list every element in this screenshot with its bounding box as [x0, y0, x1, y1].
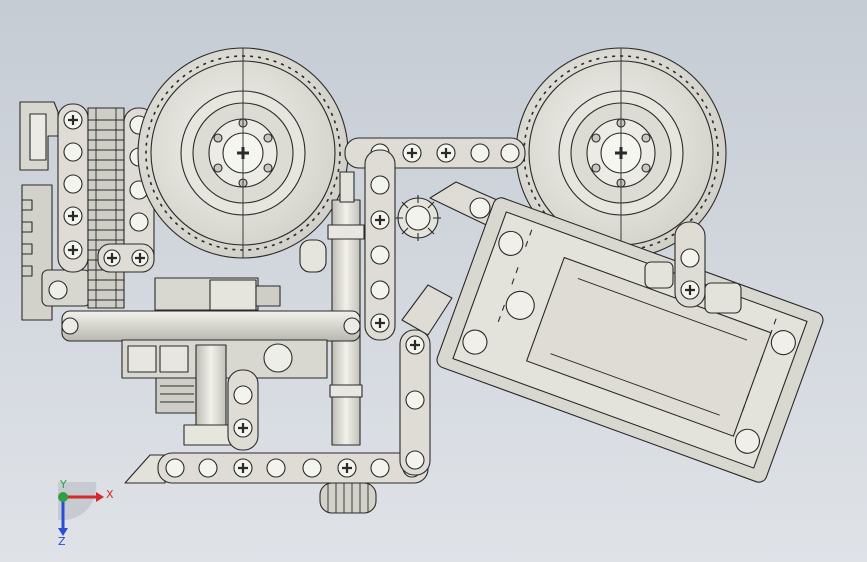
z-axis-arrowhead: [58, 528, 68, 536]
battery-box: [436, 197, 824, 483]
left-frame-assembly: [19, 101, 91, 321]
y-axis-dot: [58, 492, 68, 502]
triad-shadow: [58, 482, 97, 521]
orientation-triad[interactable]: X Y Z: [58, 478, 114, 548]
vertical-axle: [327, 171, 365, 446]
x-axis-arrowhead: [96, 492, 104, 502]
bottom-gear: [319, 482, 377, 514]
gearbox-cluster: [155, 344, 233, 446]
right-wheel: [515, 47, 727, 259]
bottom-beam: [124, 452, 429, 484]
axle-bush: [299, 239, 327, 273]
diagonal-link-arm: [399, 284, 453, 476]
x-axis-label: X: [106, 488, 114, 501]
horizontal-rod: [61, 310, 361, 342]
lego-model[interactable]: [19, 47, 825, 514]
y-axis-label: Y: [59, 478, 67, 491]
lower-vertical-beam: [227, 369, 259, 451]
right-vertical-beam: [644, 221, 742, 314]
left-wheel: [137, 47, 349, 259]
vertical-beam-left: [57, 103, 89, 273]
chain-drive: [87, 107, 125, 309]
center-vertical-beam: [364, 149, 396, 341]
small-gear: [395, 195, 441, 241]
z-axis-label: Z: [58, 535, 66, 548]
